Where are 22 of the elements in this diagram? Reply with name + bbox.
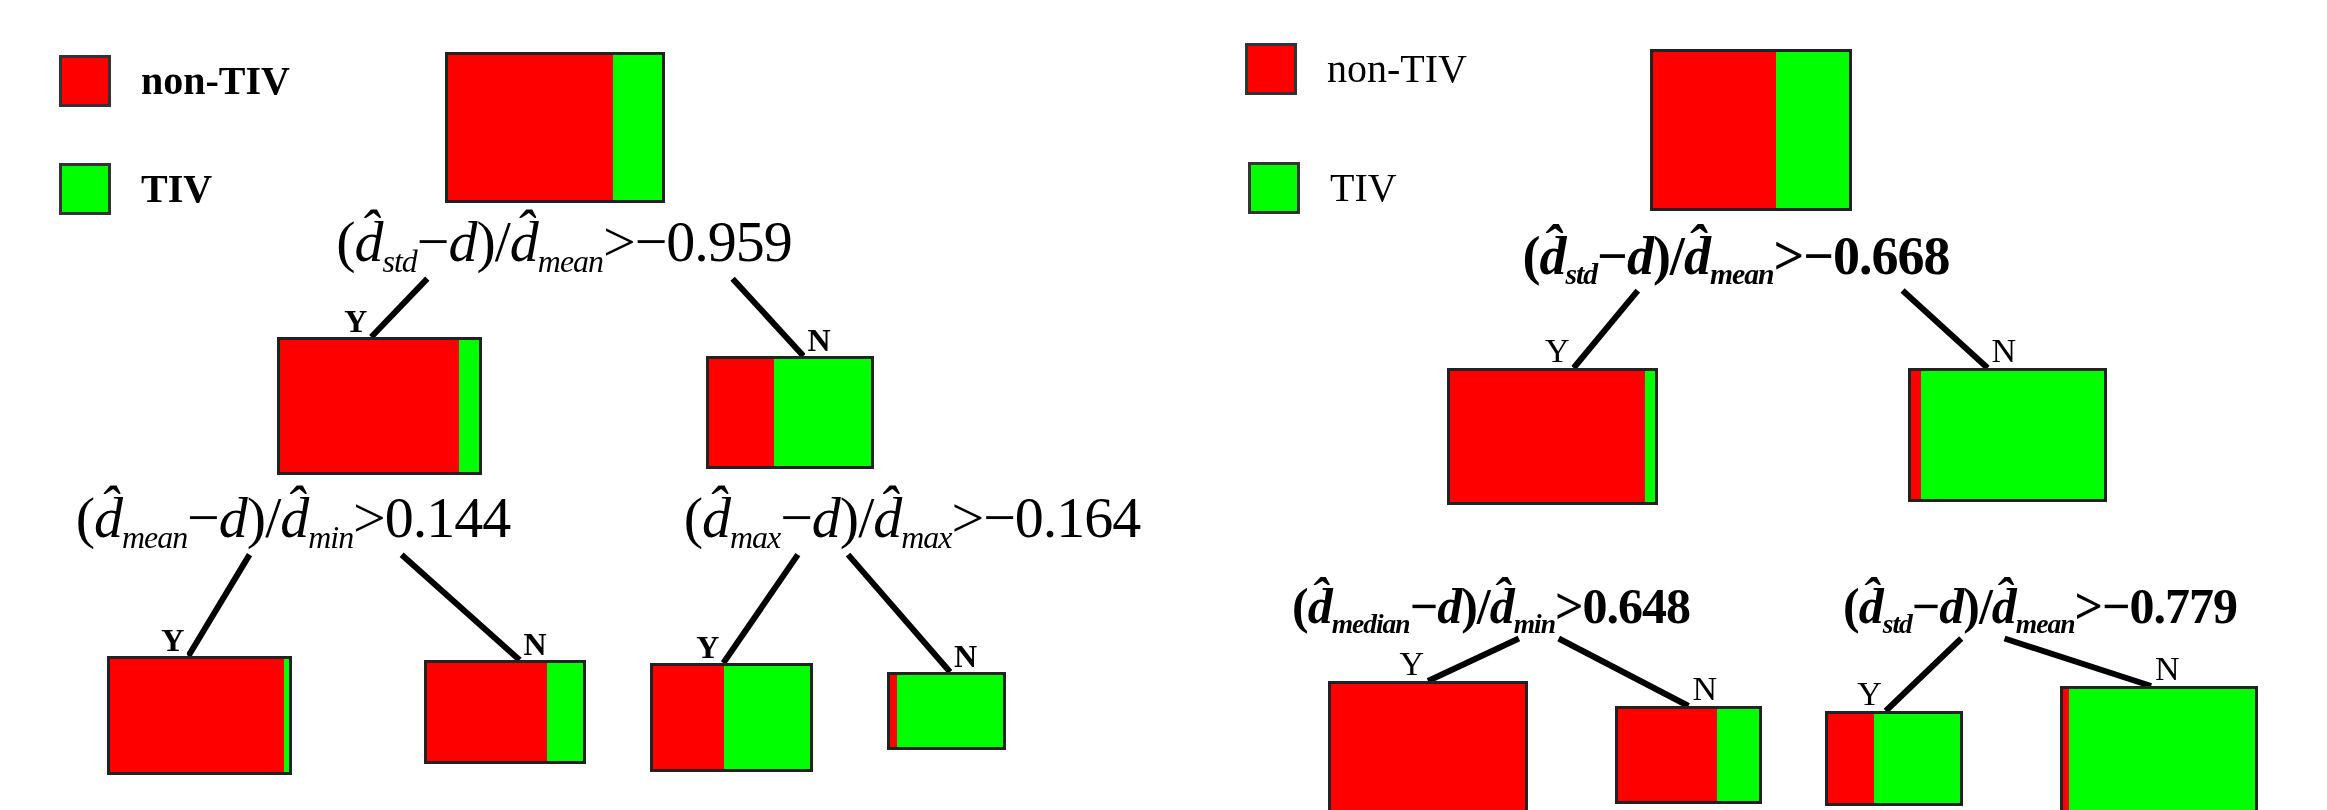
class-proportion-bar [650, 663, 813, 772]
class-proportion-bar [1908, 368, 2107, 502]
class-proportion-bar [277, 337, 482, 475]
class-proportion-bar [706, 356, 874, 469]
legend-label: TIV [141, 169, 213, 209]
class-proportion-bar [107, 656, 292, 775]
legend-label: TIV [1330, 168, 1397, 208]
branch-line [185, 553, 253, 658]
class-proportion-bar [1825, 711, 1963, 806]
class-proportion-bar [1650, 49, 1852, 211]
class-proportion-bar [424, 660, 586, 764]
branch-line [1571, 288, 1641, 370]
class-proportion-bar [887, 672, 1006, 750]
legend-label: non-TIV [1327, 49, 1467, 89]
branch-line [845, 552, 953, 674]
class-proportion-bar [445, 52, 665, 203]
legend-label: non-TIV [141, 61, 290, 101]
branch-line [720, 552, 801, 665]
class-proportion-bar [1447, 368, 1658, 505]
class-proportion-bar [2060, 686, 2258, 810]
class-proportion-bar [1328, 681, 1528, 810]
class-proportion-bar [1615, 706, 1762, 804]
